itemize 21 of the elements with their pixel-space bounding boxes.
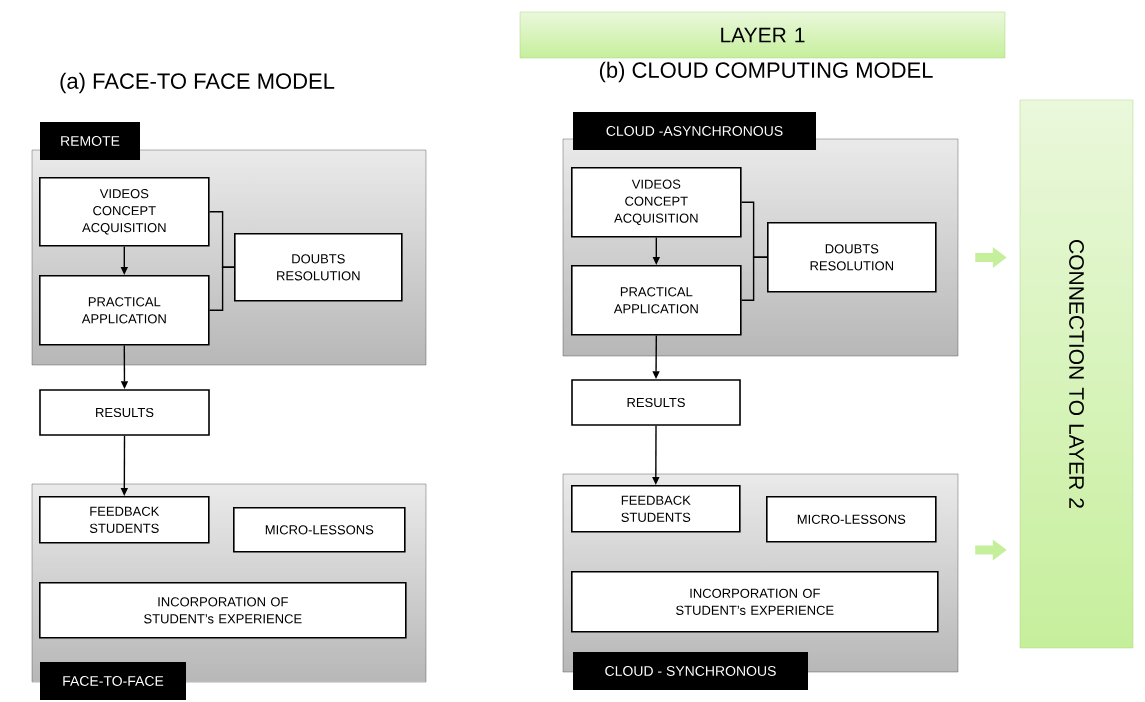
process-box: VIDEOS CONCEPT ACQUISITION	[39, 177, 210, 247]
process-box: RESULTS	[571, 379, 741, 426]
layer-banner: CONNECTION TO LAYER 2	[1019, 99, 1134, 649]
process-box: DOUBTS RESOLUTION	[234, 233, 403, 302]
process-box: INCORPORATION OF STUDENT’s EXPERIENCE	[39, 582, 407, 639]
process-box: PRACTICAL APPLICATION	[571, 265, 742, 336]
process-box: FEEDBACK STUDENTS	[571, 485, 741, 533]
panel-heading: (a) FACE-TO FACE MODEL	[60, 72, 335, 94]
process-box: FEEDBACK STUDENTS	[39, 496, 210, 544]
process-box: PRACTICAL APPLICATION	[39, 275, 210, 346]
layer-banner: LAYER 1	[519, 11, 1006, 59]
bracket-connector	[740, 256, 768, 301]
process-box: VIDEOS CONCEPT ACQUISITION	[571, 167, 742, 238]
process-box: MICRO-LESSONS	[233, 507, 406, 553]
process-box: DOUBTS RESOLUTION	[767, 222, 937, 293]
process-box: MICRO-LESSONS	[766, 496, 937, 543]
node-label: CLOUD -ASYNCHRONOUS	[606, 126, 783, 136]
node-label: REMOTE	[61, 136, 120, 146]
process-box: RESULTS	[39, 389, 210, 436]
bracket-connector	[208, 266, 235, 311]
process-box: INCORPORATION OF STUDENT’s EXPERIENCE	[571, 571, 939, 633]
